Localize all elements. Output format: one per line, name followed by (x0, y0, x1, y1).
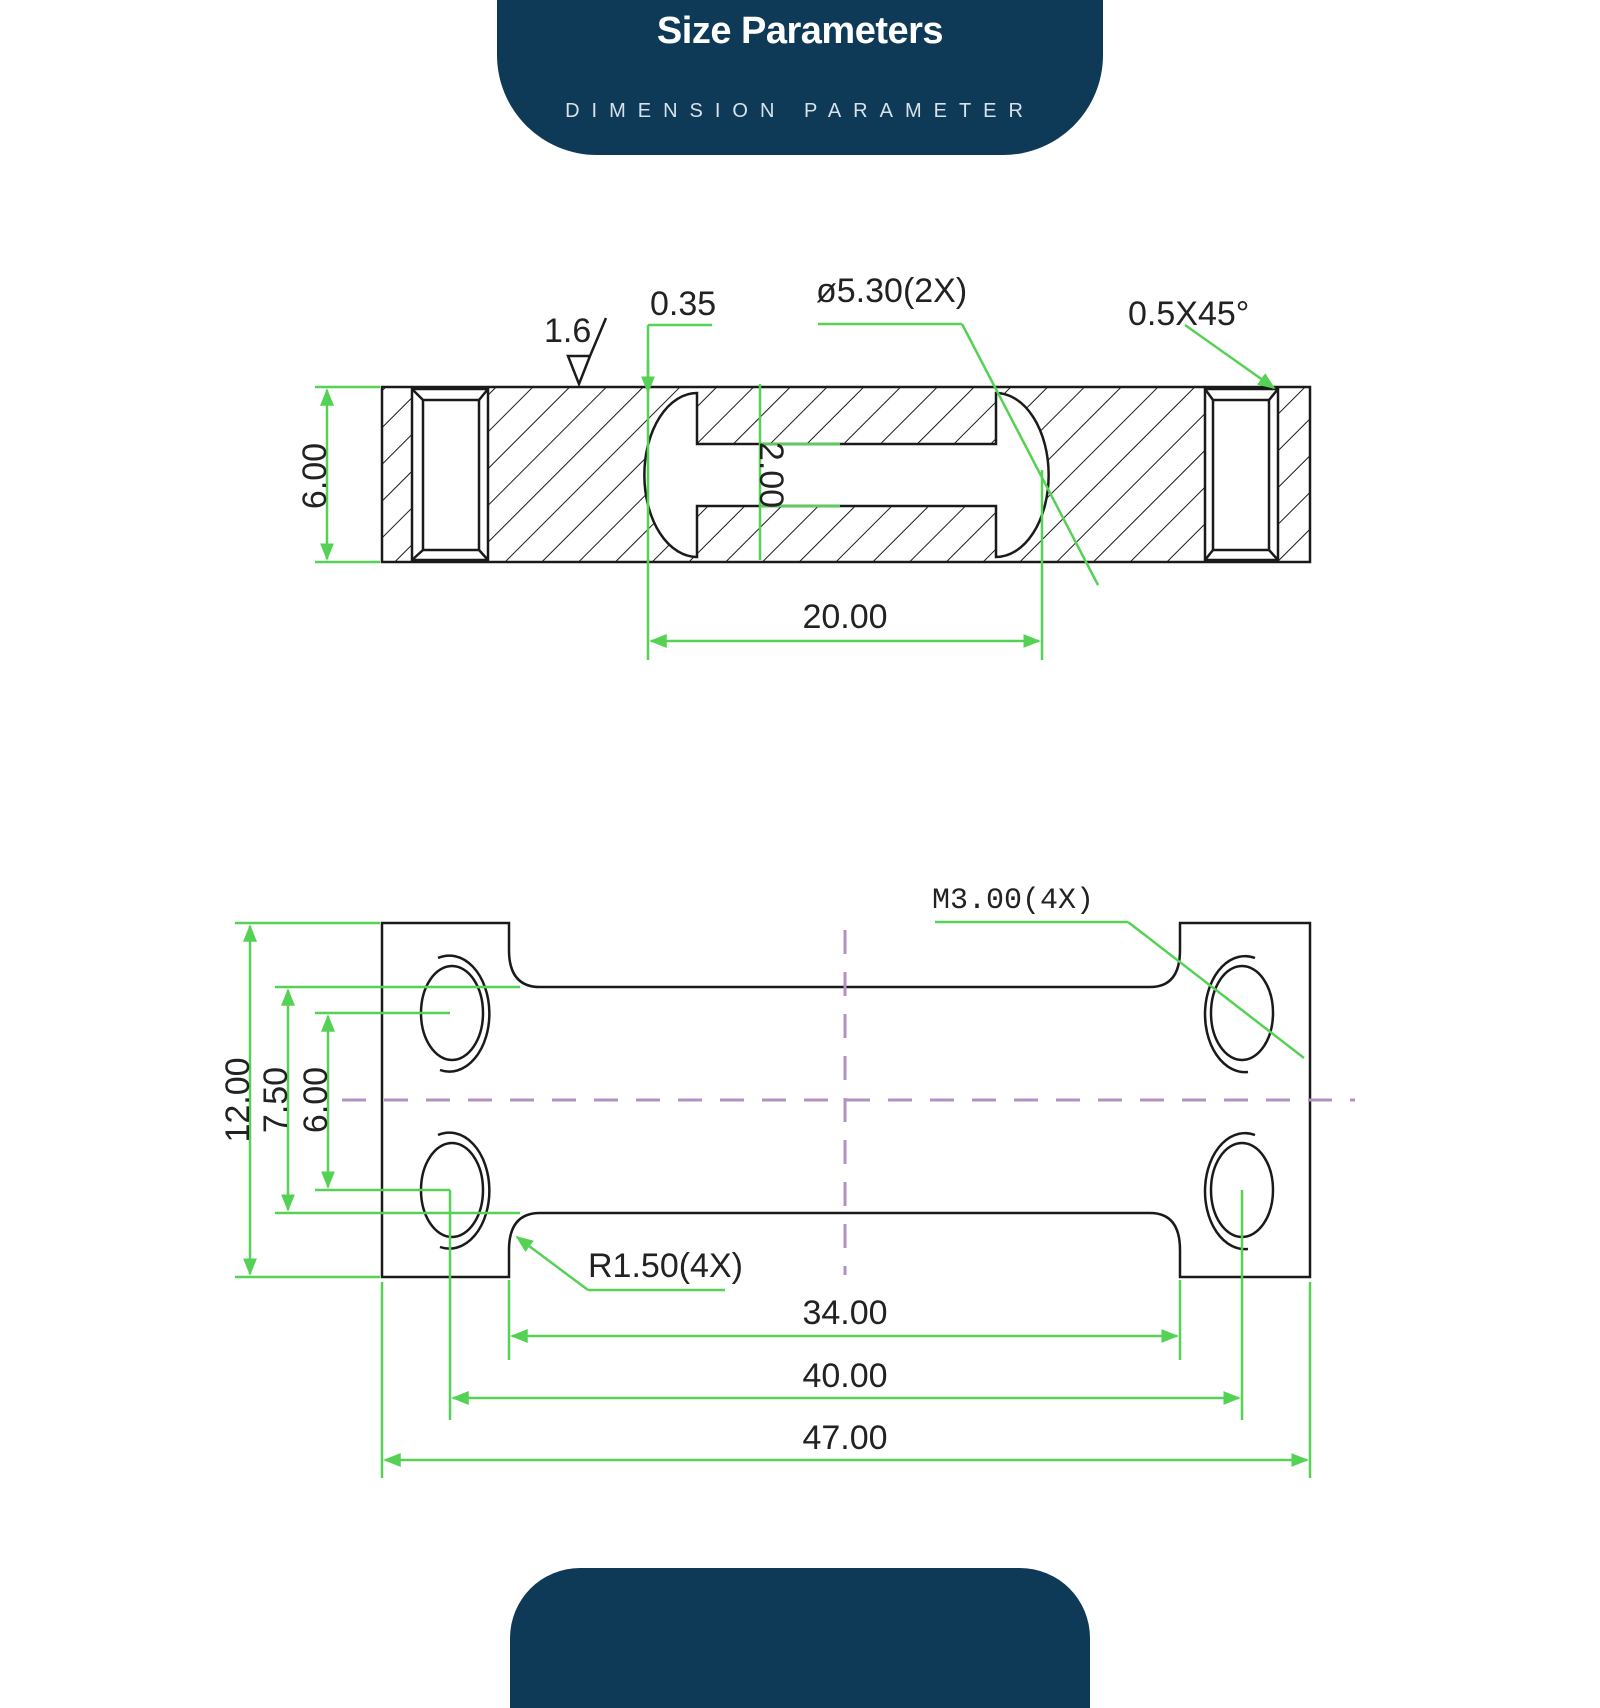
side-right-pocket (1211, 398, 1271, 552)
top-body-outline (380, 921, 1312, 1279)
page-subtitle: DIMENSION PARAMETER (565, 100, 1035, 122)
side-body-section (380, 385, 1312, 564)
dim-gap-label: 0.35 (650, 285, 716, 323)
dim-hole-row-label: 6.00 (297, 1067, 335, 1133)
surface-finish-symbol (566, 317, 608, 388)
dim-overall-height-label: 12.00 (219, 1057, 257, 1142)
side-left-pocket (421, 398, 481, 552)
dim-overall-length-label: 47.00 (802, 1419, 887, 1457)
dim-height-label: 6.00 (296, 443, 334, 509)
header-banner (497, 0, 1103, 155)
technical-drawing: 6.00 1.6 0.35 ø5.30(2X) 0.5X45° 2.00 20.… (219, 272, 1355, 1478)
dim-hole-column-label: 40.00 (802, 1357, 887, 1395)
surface-finish-label: 1.6 (544, 312, 591, 350)
dim-neck-length-label: 34.00 (802, 1294, 887, 1332)
threaded-hole (1203, 1131, 1275, 1251)
dim-thread-label: M3.00(4X) (932, 884, 1094, 918)
dim-slot-label: 2.00 (752, 442, 790, 508)
dim-hole-diameter-label: ø5.30(2X) (816, 272, 967, 310)
dim-fillet-label: R1.50(4X) (588, 1247, 743, 1285)
dim-hole-spacing-label: 20.00 (802, 598, 887, 636)
side-view: 6.00 1.6 0.35 ø5.30(2X) 0.5X45° 2.00 20.… (296, 272, 1312, 660)
top-view: M3.00(4X) R1.50(4X) 12.00 7.50 6.00 34.0… (219, 884, 1355, 1478)
page-title: Size Parameters (656, 10, 944, 52)
dim-inner-spacing-label: 7.50 (257, 1067, 295, 1133)
threaded-hole (1203, 954, 1275, 1074)
